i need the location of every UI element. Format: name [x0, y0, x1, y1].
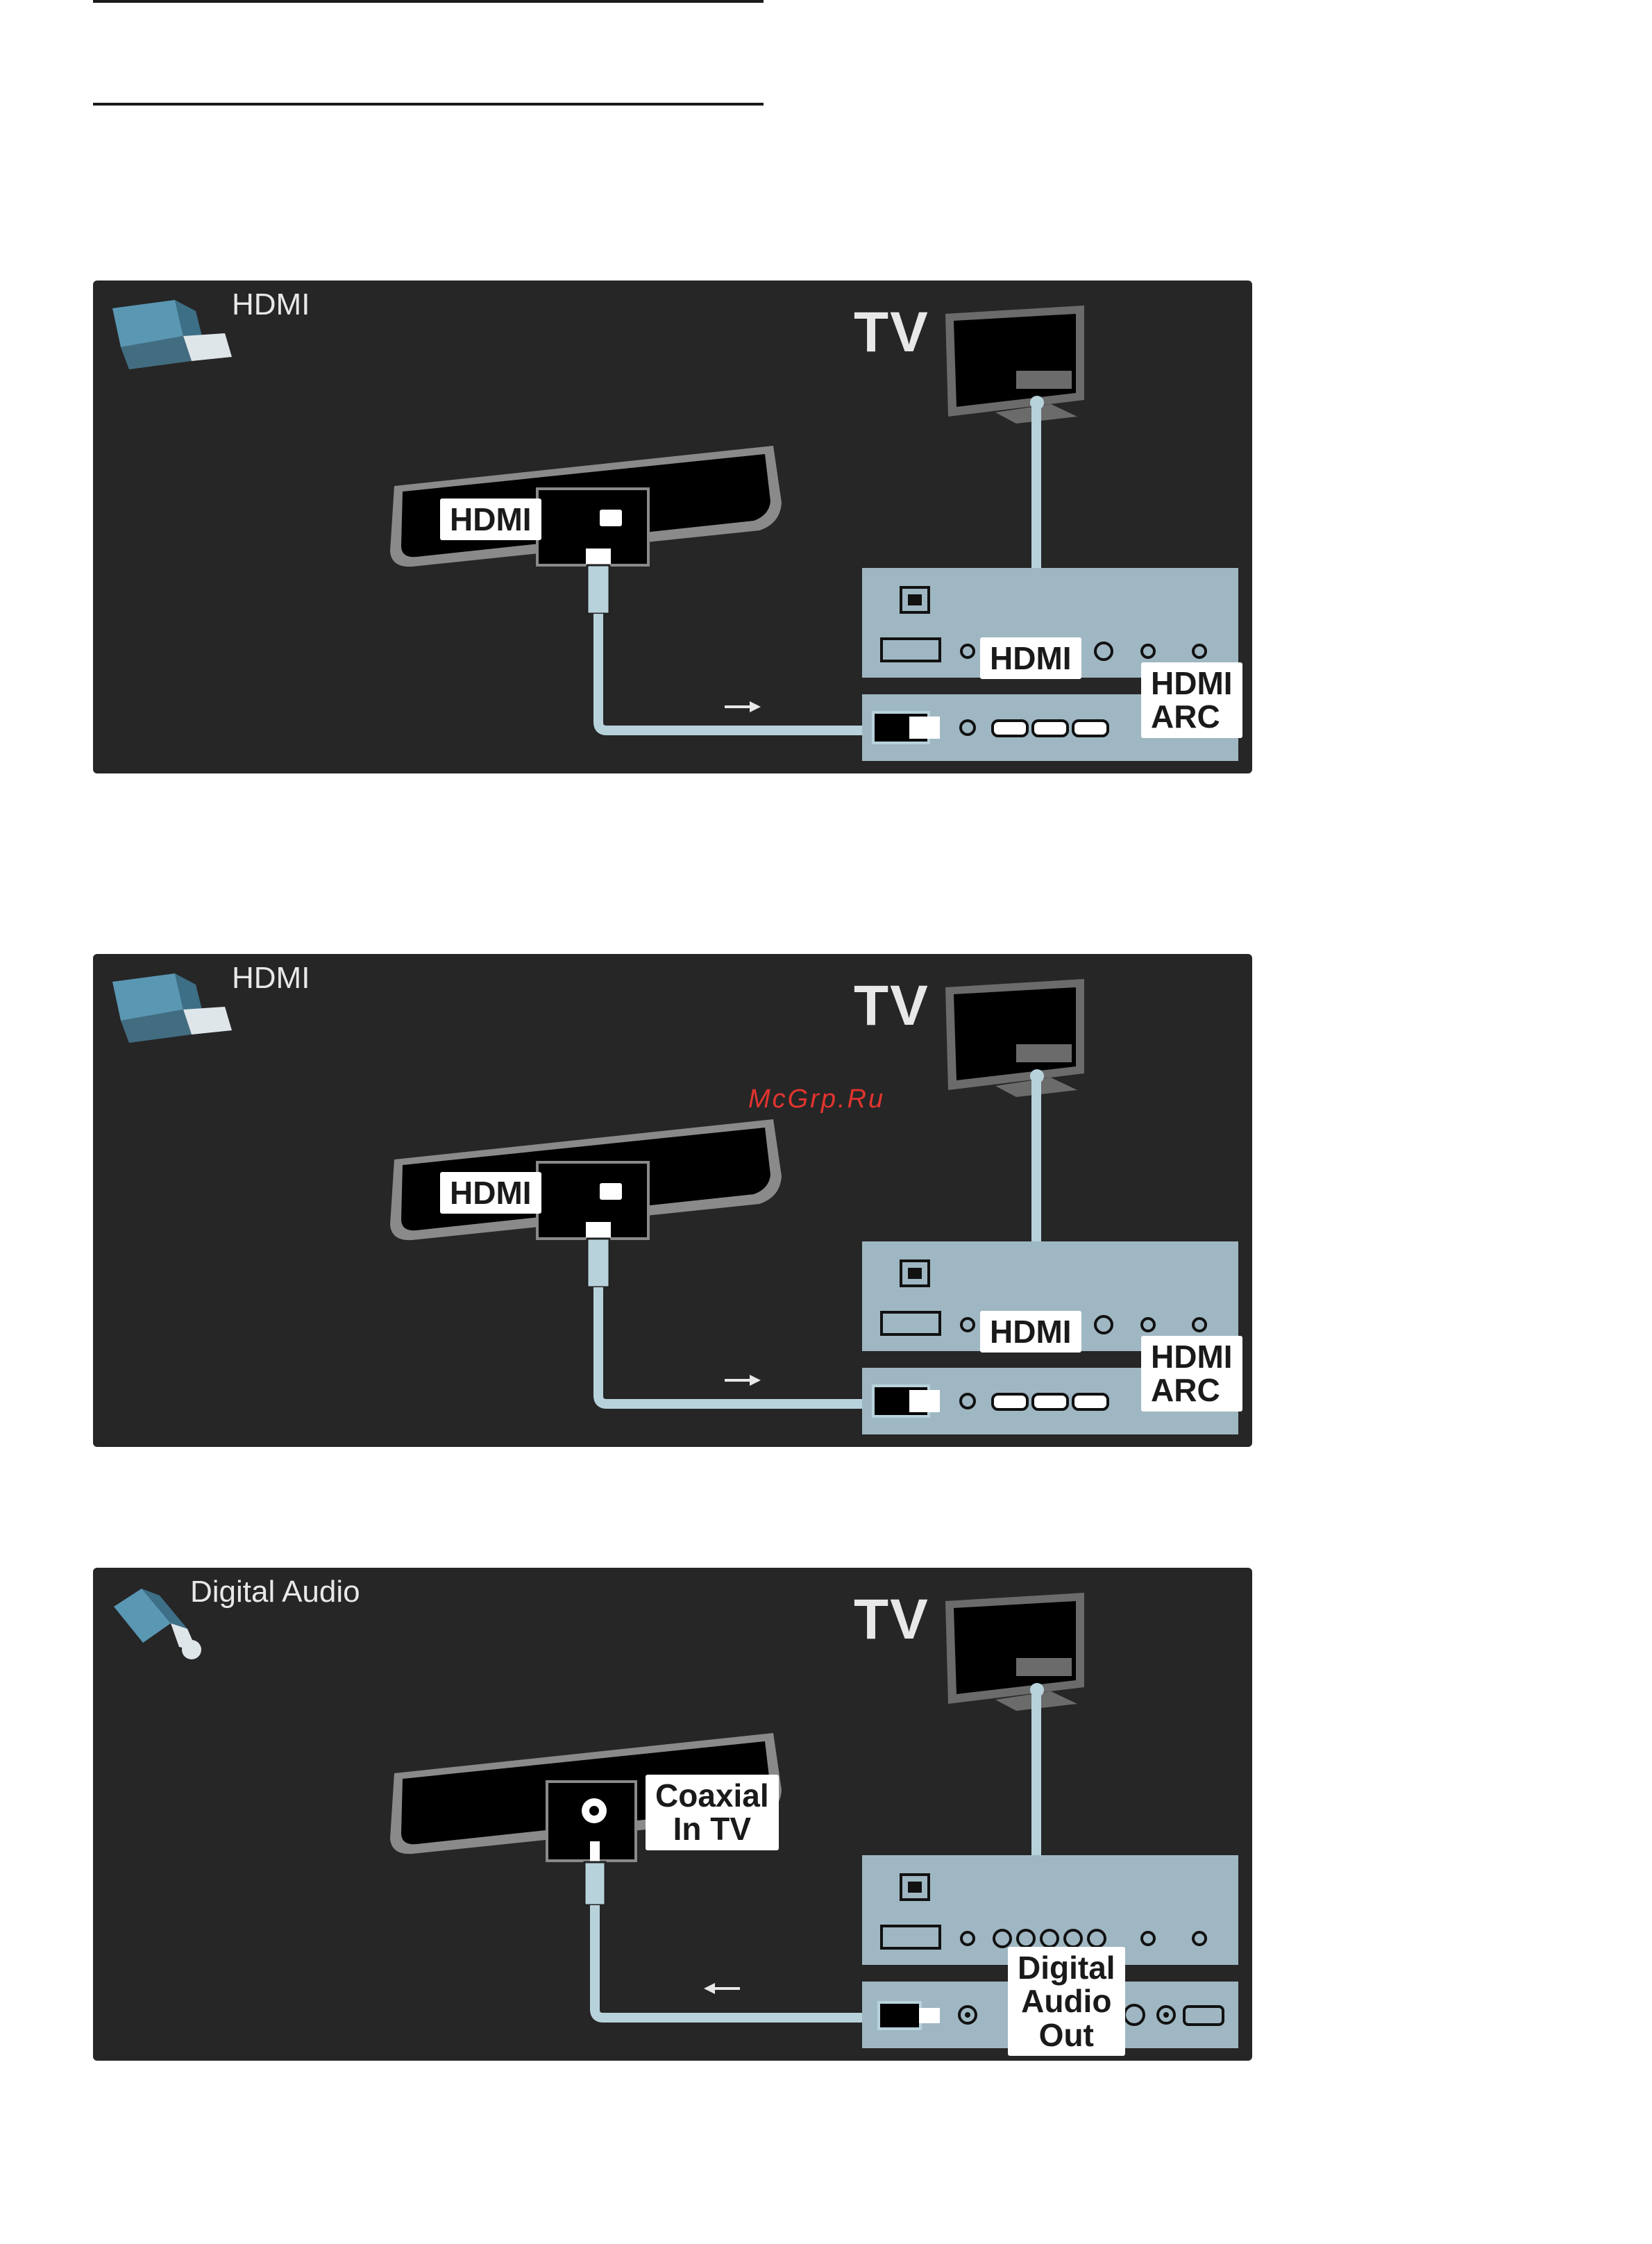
device-port-label: HDMI: [440, 1172, 541, 1214]
watermark: McGrp.Ru: [748, 1085, 885, 1114]
tv-label: TV: [854, 303, 929, 362]
diagram-header: Digital Audio: [190, 1576, 360, 1608]
diagram-digital-audio: Digital Audio TV Coaxial In TV Digital A…: [93, 1568, 1252, 2061]
hdmi-plug-icon: [112, 973, 232, 1043]
tv-port-label-bottom: Digital Audio Out: [1008, 1947, 1125, 2056]
hdmi-connection-drawing: [93, 280, 1252, 773]
diagram-hdmi-1: HDMI TV HDMI HDMI HDMI ARC: [93, 280, 1252, 773]
tv-port-label-top: HDMI: [980, 637, 1081, 679]
arrow-right-icon: [725, 1375, 761, 1386]
coaxial-plug-icon: [114, 1589, 201, 1659]
device-port-label: Coaxial In TV: [646, 1775, 779, 1850]
diagram-header: HDMI: [232, 289, 310, 321]
tv-port-label-bottom: HDMI ARC: [1141, 662, 1242, 738]
tv-label: TV: [854, 1590, 929, 1650]
hdmi-connection-drawing: [93, 954, 1252, 1447]
hdmi-plug-icon: [112, 300, 232, 369]
tv-port-label-bottom: HDMI ARC: [1141, 1336, 1242, 1412]
top-rule-2: [93, 103, 764, 106]
top-rule-1: [93, 0, 764, 3]
tv-label: TV: [854, 976, 929, 1036]
arrow-left-icon: [704, 1983, 740, 1994]
device-port-label: HDMI: [440, 499, 541, 540]
tv-monitor-icon: [945, 979, 1084, 1097]
arrow-right-icon: [725, 701, 761, 712]
diagram-header: HDMI: [232, 962, 310, 994]
diagram-hdmi-2: HDMI TV HDMI HDMI HDMI ARC: [93, 954, 1252, 1447]
tv-monitor-icon: [945, 305, 1084, 424]
tv-monitor-icon: [945, 1593, 1084, 1711]
tv-port-label-top: HDMI: [980, 1311, 1081, 1353]
